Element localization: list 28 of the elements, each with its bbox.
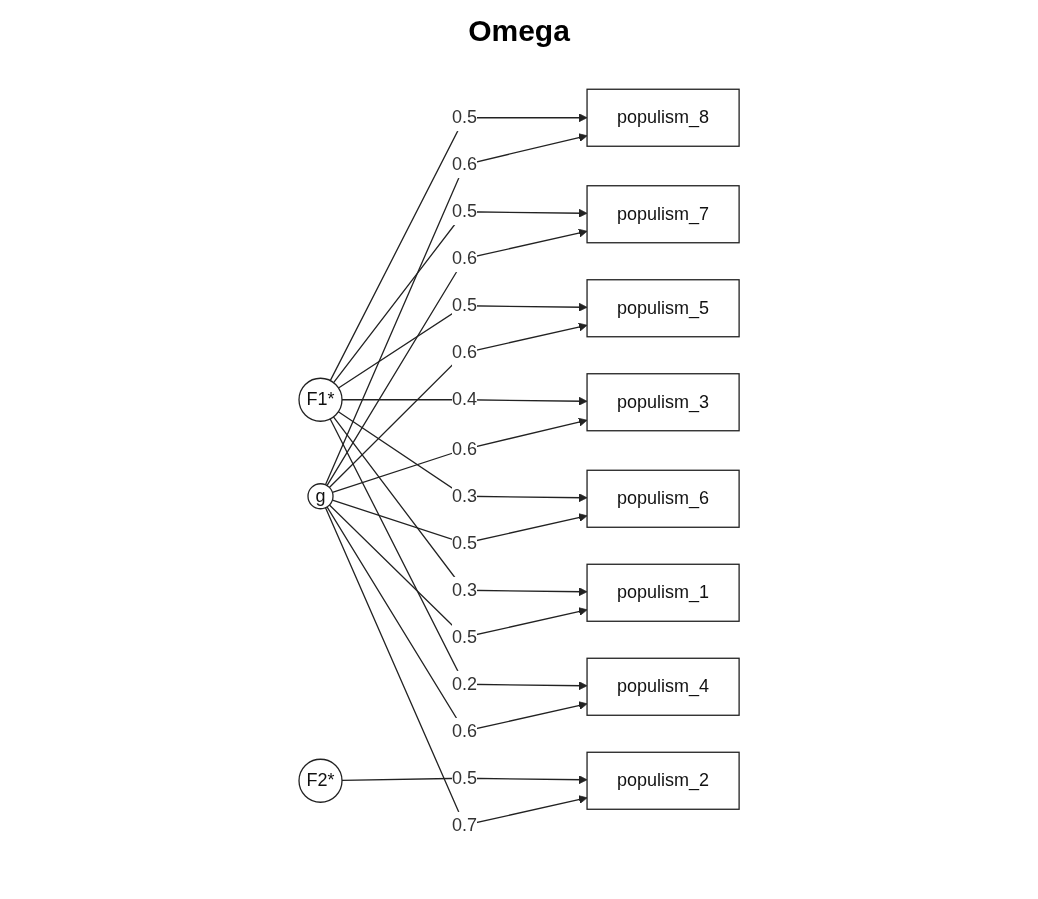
diagram-title: Omega <box>467 14 571 48</box>
edge-label: 0.6 <box>451 438 477 459</box>
node-circle: F2* <box>298 758 343 803</box>
edge-label: 0.7 <box>451 814 477 835</box>
edge-label: 0.4 <box>451 389 477 410</box>
edge-label: 0.3 <box>451 485 477 506</box>
edge-label: 0.5 <box>451 201 477 222</box>
node-circle: g <box>307 483 334 510</box>
node-box: populism_7 <box>586 185 740 244</box>
edge-label: 0.5 <box>451 295 477 316</box>
edge-label: 0.5 <box>451 767 477 788</box>
edge-label: 0.5 <box>451 107 477 128</box>
node-circle: F1* <box>298 377 343 422</box>
node-box: populism_6 <box>586 469 740 528</box>
edge-label: 0.6 <box>451 248 477 269</box>
edge-label: 0.5 <box>451 532 477 553</box>
node-box: populism_8 <box>586 88 740 147</box>
edge-label: 0.6 <box>451 342 477 363</box>
edge-label: 0.2 <box>451 673 477 694</box>
node-box: populism_1 <box>586 563 740 622</box>
edge-label: 0.5 <box>451 626 477 647</box>
node-box: populism_2 <box>586 751 740 810</box>
node-box: populism_5 <box>586 279 740 338</box>
node-box: populism_3 <box>586 373 740 432</box>
edge-label: 0.6 <box>451 154 477 175</box>
node-box: populism_4 <box>586 657 740 716</box>
edge-label: 0.3 <box>451 579 477 600</box>
edge-label: 0.6 <box>451 720 477 741</box>
